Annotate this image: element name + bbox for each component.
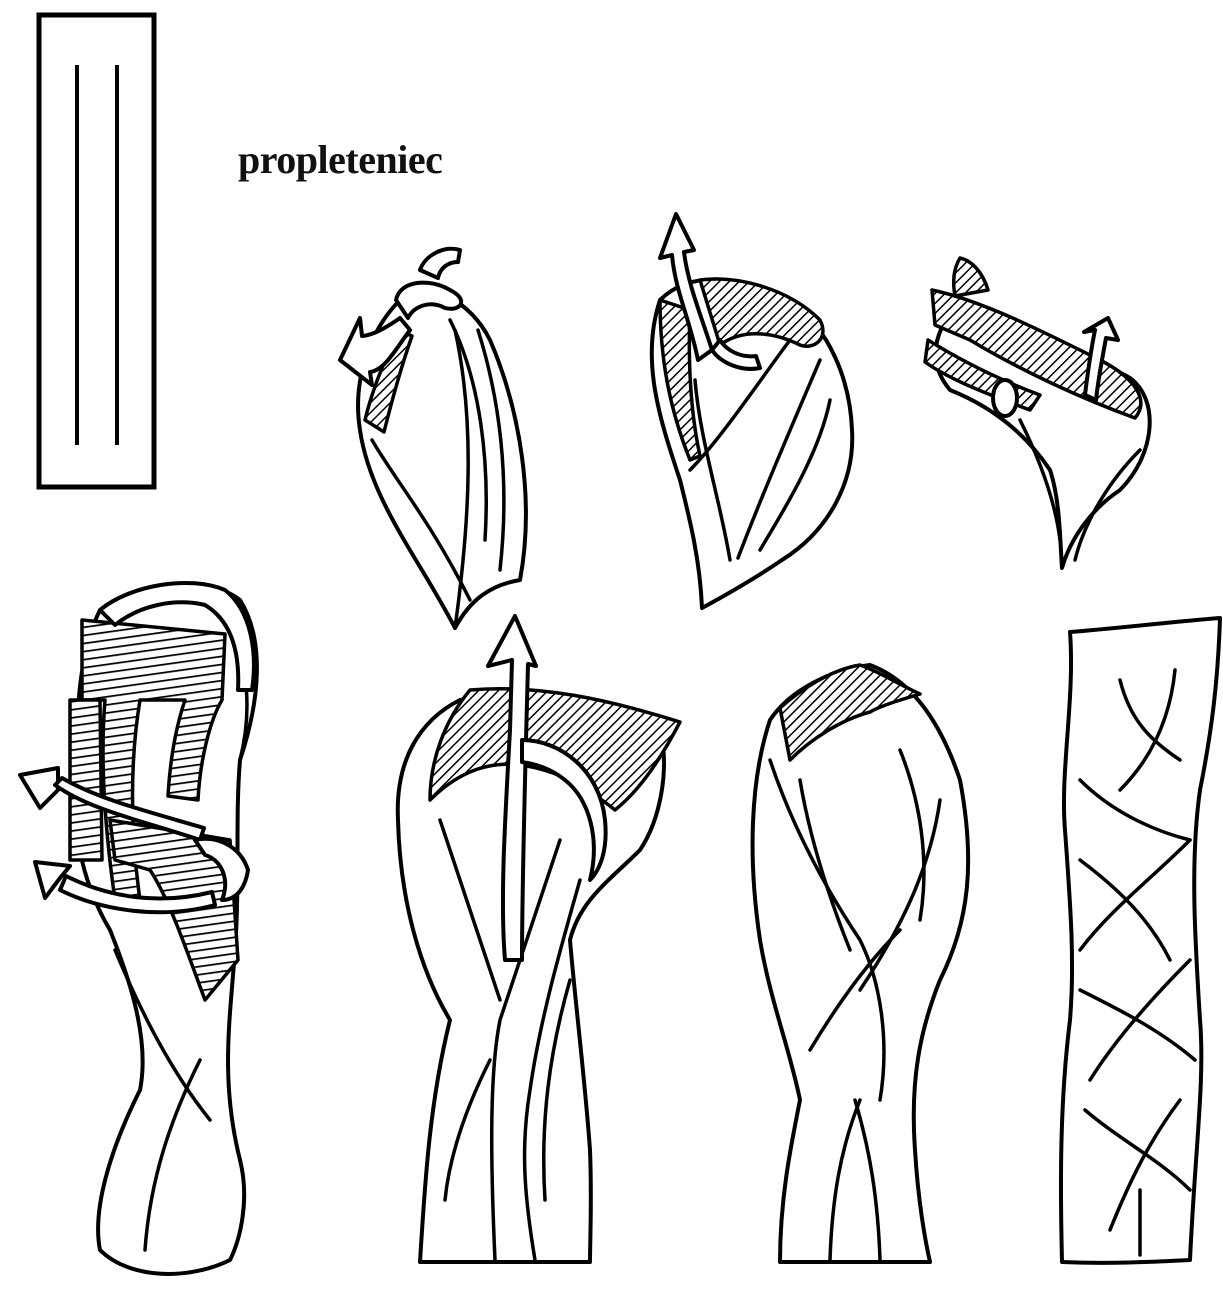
braid-finished bbox=[1061, 618, 1220, 1263]
braid-step-2 bbox=[652, 214, 853, 608]
strand-pattern-rectangle bbox=[39, 15, 154, 487]
braid-step-6 bbox=[753, 665, 969, 1262]
diagram-caption: propleteniec bbox=[238, 136, 442, 183]
braid-step-3 bbox=[925, 258, 1150, 568]
braid-step-1 bbox=[340, 249, 526, 628]
braid-step-4 bbox=[20, 583, 257, 1274]
braid-step-5 bbox=[398, 616, 680, 1262]
